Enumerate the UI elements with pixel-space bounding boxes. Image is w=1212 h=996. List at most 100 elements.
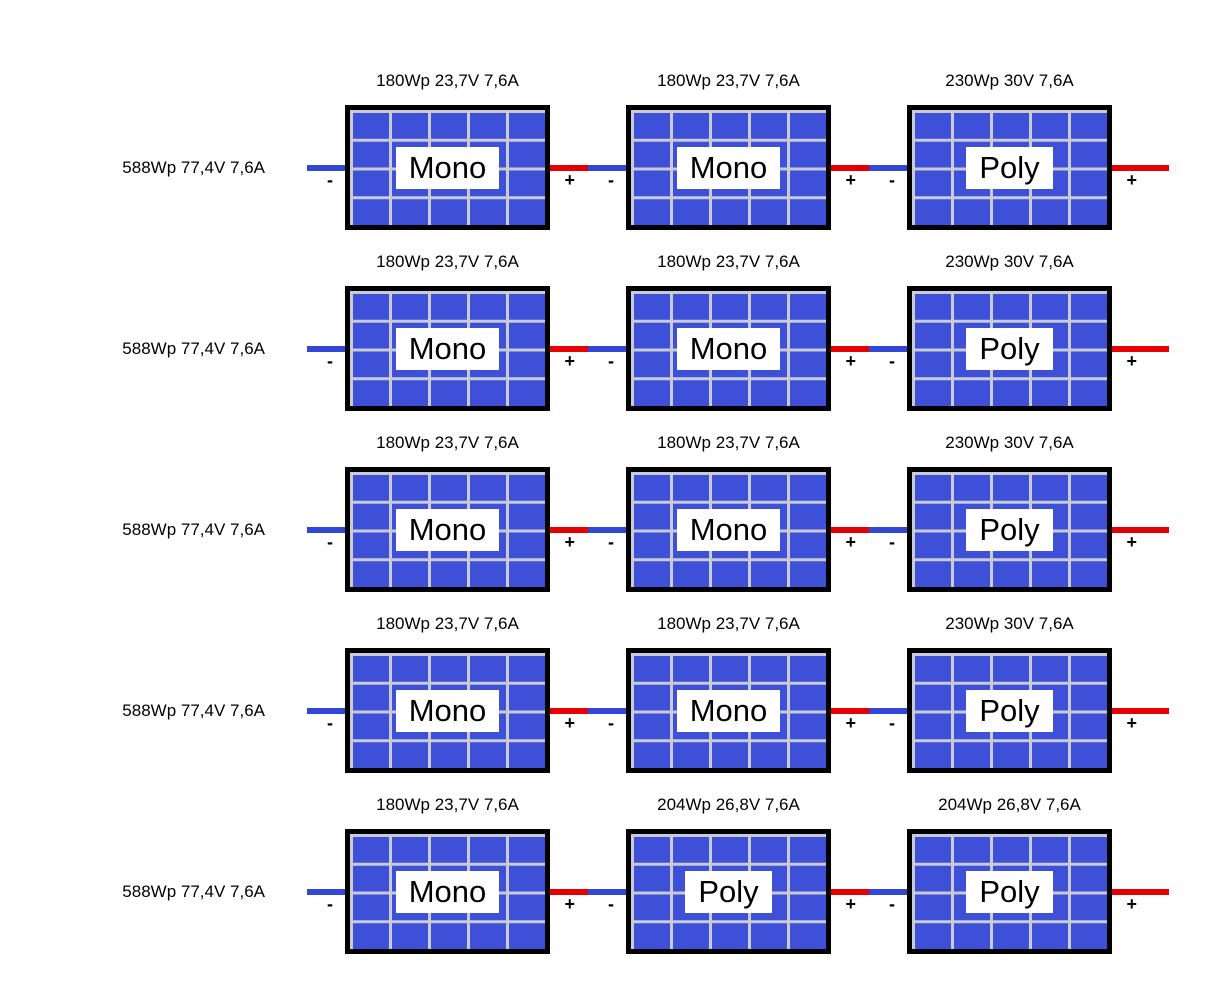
panel-caption: 180Wp 23,7V 7,6A <box>376 71 519 90</box>
solar-panel: - Mono + <box>327 286 575 411</box>
caption-spacer <box>0 251 345 273</box>
panel-face: Mono <box>345 829 550 954</box>
series-connector-wire <box>550 164 626 171</box>
minus-terminal-label: - <box>608 713 614 733</box>
panel-type-label: Mono <box>395 327 500 370</box>
panel-type-label: Poly <box>685 870 772 913</box>
panel-type-label: Mono <box>395 146 500 189</box>
caption-spacer <box>0 613 345 635</box>
string-row: 180Wp 23,7V 7,6A 180Wp 23,7V 7,6A 230Wp … <box>0 432 1212 592</box>
panel-type-label: Mono <box>676 327 781 370</box>
string-total-label: 588Wp 77,4V 7,6A <box>122 338 265 358</box>
circuit-row: 588Wp 77,4V 7,6A - Mono + - Mono + - <box>0 467 1212 592</box>
caption-spacer <box>0 70 345 92</box>
panel-face: Mono <box>345 105 550 230</box>
solar-panel: - Mono + <box>608 467 856 592</box>
minus-terminal-label: - <box>889 351 895 371</box>
plus-terminal-label: + <box>564 713 575 733</box>
negative-lead-wire <box>307 888 345 895</box>
caption-row: 180Wp 23,7V 7,6A 180Wp 23,7V 7,6A 230Wp … <box>0 613 1212 635</box>
minus-terminal-label: - <box>889 894 895 914</box>
series-connector-wire <box>550 526 626 533</box>
panel-face: Mono <box>626 105 831 230</box>
minus-terminal-label: - <box>889 532 895 552</box>
panel-face: Mono <box>626 648 831 773</box>
solar-string-diagram: 180Wp 23,7V 7,6A 180Wp 23,7V 7,6A 230Wp … <box>0 70 1212 954</box>
panel-face: Mono <box>345 648 550 773</box>
caption-gap <box>831 613 907 635</box>
plus-terminal-label: + <box>1126 713 1137 733</box>
panel-type-label: Poly <box>966 327 1053 370</box>
positive-tail-wire <box>1112 345 1169 352</box>
minus-terminal-label: - <box>327 894 333 914</box>
caption-gap <box>831 432 907 454</box>
plus-terminal-label: + <box>1126 532 1137 552</box>
solar-panel: - Poly + <box>889 467 1137 592</box>
caption-row: 180Wp 23,7V 7,6A 180Wp 23,7V 7,6A 230Wp … <box>0 432 1212 454</box>
plus-terminal-label: + <box>1126 170 1137 190</box>
series-connector-wire <box>831 164 907 171</box>
caption-row: 180Wp 23,7V 7,6A 204Wp 26,8V 7,6A 204Wp … <box>0 794 1212 816</box>
plus-terminal-label: + <box>845 170 856 190</box>
panel-type-label: Mono <box>676 508 781 551</box>
plus-terminal-label: + <box>1126 894 1137 914</box>
panel-type-label: Poly <box>966 689 1053 732</box>
panel-type-label: Poly <box>966 146 1053 189</box>
minus-terminal-label: - <box>608 351 614 371</box>
panel-type-label: Mono <box>395 508 500 551</box>
minus-terminal-label: - <box>327 713 333 733</box>
plus-terminal-label: + <box>564 894 575 914</box>
string-row: 180Wp 23,7V 7,6A 204Wp 26,8V 7,6A 204Wp … <box>0 794 1212 954</box>
panel-caption: 180Wp 23,7V 7,6A <box>657 433 800 452</box>
negative-lead-wire <box>307 345 345 352</box>
solar-panel: - Mono + <box>608 286 856 411</box>
plus-terminal-label: + <box>564 170 575 190</box>
plus-terminal-label: + <box>845 532 856 552</box>
solar-panel: - Mono + <box>327 105 575 230</box>
positive-tail-wire <box>1112 526 1169 533</box>
panel-type-label: Poly <box>966 508 1053 551</box>
plus-terminal-label: + <box>564 532 575 552</box>
caption-gap <box>831 794 907 816</box>
negative-lead-wire <box>307 164 345 171</box>
solar-panel: - Poly + <box>889 105 1137 230</box>
panel-face: Mono <box>626 467 831 592</box>
minus-terminal-label: - <box>889 713 895 733</box>
panel-caption: 230Wp 30V 7,6A <box>945 252 1074 271</box>
minus-terminal-label: - <box>608 894 614 914</box>
negative-lead-wire <box>307 707 345 714</box>
solar-panel: - Mono + <box>327 467 575 592</box>
panel-caption: 180Wp 23,7V 7,6A <box>657 614 800 633</box>
panel-type-label: Mono <box>676 689 781 732</box>
circuit-row: 588Wp 77,4V 7,6A - Mono + - Poly + - <box>0 829 1212 954</box>
caption-row: 180Wp 23,7V 7,6A 180Wp 23,7V 7,6A 230Wp … <box>0 251 1212 273</box>
panel-face: Mono <box>345 467 550 592</box>
plus-terminal-label: + <box>564 351 575 371</box>
panel-caption: 180Wp 23,7V 7,6A <box>376 614 519 633</box>
solar-panel: - Mono + <box>327 648 575 773</box>
series-connector-wire <box>550 707 626 714</box>
solar-panel: - Poly + <box>889 286 1137 411</box>
circuit-row: 588Wp 77,4V 7,6A - Mono + - Mono + - <box>0 105 1212 230</box>
string-total-label: 588Wp 77,4V 7,6A <box>122 700 265 720</box>
solar-panel: - Mono + <box>608 105 856 230</box>
panel-face: Poly <box>907 648 1112 773</box>
panel-face: Mono <box>345 286 550 411</box>
panel-caption: 204Wp 26,8V 7,6A <box>938 795 1081 814</box>
panel-type-label: Mono <box>395 870 500 913</box>
plus-terminal-label: + <box>845 713 856 733</box>
plus-terminal-label: + <box>845 351 856 371</box>
panel-caption: 180Wp 23,7V 7,6A <box>376 795 519 814</box>
minus-terminal-label: - <box>889 170 895 190</box>
caption-gap <box>550 613 626 635</box>
positive-tail-wire <box>1112 164 1169 171</box>
string-row: 180Wp 23,7V 7,6A 180Wp 23,7V 7,6A 230Wp … <box>0 251 1212 411</box>
minus-terminal-label: - <box>327 532 333 552</box>
panel-face: Poly <box>626 829 831 954</box>
solar-panel: - Mono + <box>327 829 575 954</box>
panel-face: Mono <box>626 286 831 411</box>
circuit-row: 588Wp 77,4V 7,6A - Mono + - Mono + - <box>0 286 1212 411</box>
string-total-label: 588Wp 77,4V 7,6A <box>122 881 265 901</box>
panel-caption: 230Wp 30V 7,6A <box>945 614 1074 633</box>
panel-caption: 180Wp 23,7V 7,6A <box>657 252 800 271</box>
